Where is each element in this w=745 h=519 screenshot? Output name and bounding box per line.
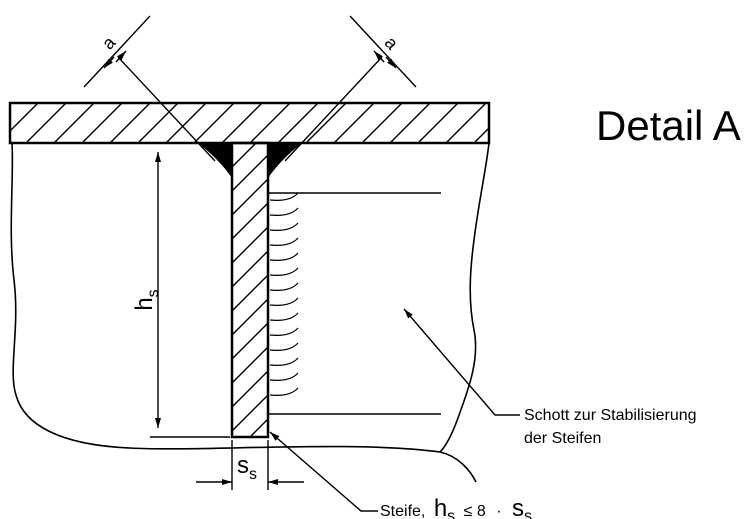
base-plate-outline (10, 142, 490, 483)
stiffener-leader: Steife, hs ≤ 8 · ss (269, 431, 532, 519)
bulkhead-weld-symbols (269, 192, 299, 396)
height-dimension: hs (131, 152, 230, 438)
bulkhead-label-line1: Schott zur Stabilisierung (524, 407, 697, 424)
thickness-label: ss (237, 452, 257, 483)
bulkhead-schott (268, 192, 441, 415)
flange-hatching (10, 103, 489, 143)
stiffener-plate (230, 141, 270, 439)
detail-title: Detail A (596, 102, 741, 149)
height-label: hs (131, 289, 162, 310)
weld-throat-label-left: a (98, 32, 120, 54)
weld-throat-label-right: a (381, 32, 403, 54)
weld-dimension-right: a (284, 15, 417, 162)
flange-plate (8, 101, 491, 145)
bulkhead-leader: Schott zur Stabilisierung der Steifen (403, 308, 697, 447)
weld-right (268, 143, 302, 178)
thickness-dimension: ss (196, 440, 304, 490)
stiffener-hatching (232, 143, 268, 437)
weld-dimension-left: a (83, 15, 216, 162)
stiffener-formula: Steife, hs ≤ 8 · ss (380, 495, 532, 519)
weld-left (198, 143, 232, 178)
bulkhead-label-line2: der Steifen (524, 430, 601, 447)
